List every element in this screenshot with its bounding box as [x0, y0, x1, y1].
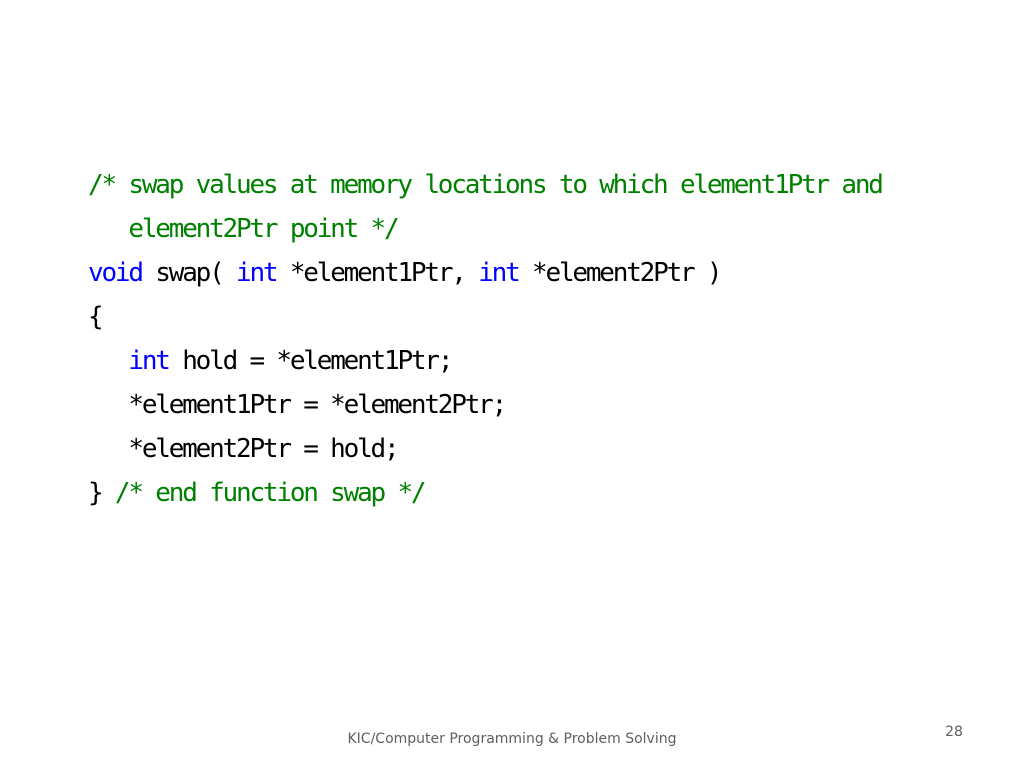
code-token-plain: } — [88, 478, 115, 508]
code-line: *element1Ptr = *element2Ptr; — [88, 383, 988, 427]
code-token-plain: swap( — [141, 258, 237, 288]
code-token-plain: *element1Ptr, — [276, 258, 479, 288]
code-line: void swap( int *element1Ptr, int *elemen… — [88, 251, 988, 295]
code-line: } /* end function swap */ — [88, 471, 988, 515]
code-token-plain: *element2Ptr ) — [518, 258, 723, 288]
code-line: /* swap values at memory locations to wh… — [88, 163, 988, 207]
code-token-plain: *element1Ptr = *element2Ptr; — [88, 390, 507, 420]
code-token-plain: hold = *element1Ptr; — [168, 346, 453, 376]
code-token-keyword: void — [88, 258, 144, 288]
code-line: { — [88, 295, 988, 339]
code-token-plain — [88, 346, 128, 376]
code-token-plain — [88, 214, 128, 244]
code-token-plain: *element2Ptr = hold; — [88, 434, 399, 464]
code-token-comment: element2Ptr point */ — [128, 214, 399, 244]
footer-text: KIC/Computer Programming & Problem Solvi… — [347, 731, 677, 747]
code-line: *element2Ptr = hold; — [88, 427, 988, 471]
code-token-comment: /* end function swap */ — [114, 478, 427, 508]
code-token-comment: /* swap values at memory locations to wh… — [88, 170, 884, 200]
code-block: /* swap values at memory locations to wh… — [88, 163, 988, 515]
code-token-keyword: int — [128, 346, 171, 376]
code-token-plain: { — [88, 302, 104, 332]
code-line: element2Ptr point */ — [88, 207, 988, 251]
code-token-keyword: int — [478, 258, 521, 288]
page-number: 28 — [945, 724, 963, 740]
code-token-keyword: int — [236, 258, 279, 288]
code-line: int hold = *element1Ptr; — [88, 339, 988, 383]
